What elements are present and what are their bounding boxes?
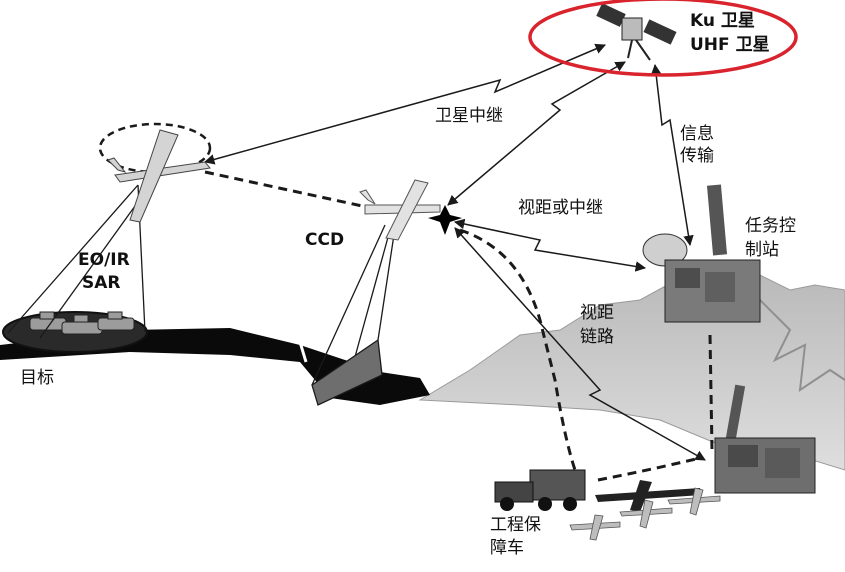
los-link-label-1: 视距: [580, 303, 614, 323]
dashed-uav-link: [204, 170, 714, 482]
support-vehicle-label-2: 障车: [490, 538, 524, 558]
ccd-label: CCD: [305, 230, 345, 250]
support-vehicle-label-1: 工程保: [490, 515, 541, 535]
ground-control-label-2: 制站: [745, 240, 779, 260]
target-label: 目标: [20, 368, 54, 388]
satellite-icon: [596, 3, 677, 61]
los-relay-link: [453, 218, 647, 272]
road-gap: [298, 341, 308, 363]
info-transfer-label-2: 传输: [680, 146, 714, 166]
ground-control-label-1: 任务控: [745, 216, 796, 236]
truck-icon: [494, 469, 586, 511]
satellite-relay-link-mid: [447, 61, 626, 206]
parked-uav-icon: [595, 480, 702, 512]
satellite-highlight: [528, 0, 798, 77]
sar-label: SAR: [82, 273, 121, 293]
info-transfer-link: [650, 63, 694, 247]
info-transfer-label-1: 信息: [680, 124, 714, 144]
uav-icon: [359, 179, 441, 241]
satellite-ku-label: Ku 卫星: [690, 11, 755, 31]
satellite-relay-link-left: [203, 43, 606, 165]
tank-icon: [29, 311, 135, 335]
los-link: [454, 227, 706, 461]
uav-icon: [107, 129, 211, 223]
eo-ir-label: EO/IR: [78, 250, 130, 270]
satellite-uhf-label: UHF 卫星: [690, 35, 770, 55]
los-link-label-2: 链路: [580, 327, 614, 347]
parked-uav-icon: [569, 487, 721, 541]
los-relay-label: 视距或中继: [518, 198, 603, 218]
ground-station-icon: [714, 384, 816, 494]
ground-station-icon: [642, 184, 761, 323]
ccd-sensor-cone: [311, 224, 396, 406]
mountain-ridge: [759, 299, 845, 393]
satellite-relay-label: 卫星中继: [435, 106, 503, 126]
relay-node-icon: [428, 205, 462, 235]
